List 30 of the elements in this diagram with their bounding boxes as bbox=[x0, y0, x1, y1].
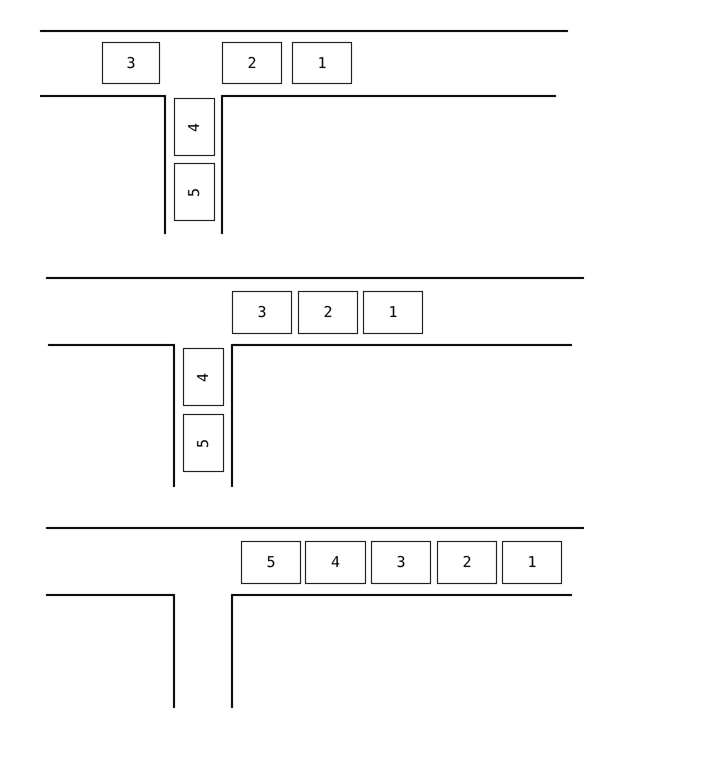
car-box bbox=[502, 541, 562, 584]
car-number: 2 bbox=[462, 555, 472, 570]
car-number: 2 bbox=[247, 56, 257, 70]
car-box bbox=[292, 42, 352, 84]
car-number: 4 bbox=[196, 372, 211, 382]
car-number: 3 bbox=[126, 56, 136, 70]
car-number: 4 bbox=[330, 555, 340, 570]
car-number: 1 bbox=[527, 555, 537, 570]
car-box bbox=[174, 98, 215, 156]
car-box bbox=[174, 163, 215, 221]
car-number: 5 bbox=[266, 555, 276, 570]
car-number: 3 bbox=[257, 305, 267, 320]
car-number: 5 bbox=[196, 438, 211, 448]
car-box bbox=[437, 541, 497, 584]
car-number: 1 bbox=[317, 56, 327, 70]
car-box bbox=[222, 42, 282, 84]
car-box bbox=[305, 541, 366, 584]
car-number: 4 bbox=[187, 122, 202, 132]
car-number: 3 bbox=[396, 555, 406, 570]
car-box bbox=[183, 414, 224, 472]
car-number: 2 bbox=[323, 305, 333, 320]
car-box bbox=[371, 541, 431, 584]
car-box bbox=[232, 291, 292, 334]
car-box bbox=[102, 42, 160, 84]
car-box bbox=[183, 348, 224, 406]
car-number: 5 bbox=[187, 187, 202, 197]
car-number: 1 bbox=[388, 305, 398, 320]
car-box bbox=[363, 291, 423, 334]
car-box bbox=[241, 541, 301, 584]
car-box bbox=[298, 291, 358, 334]
